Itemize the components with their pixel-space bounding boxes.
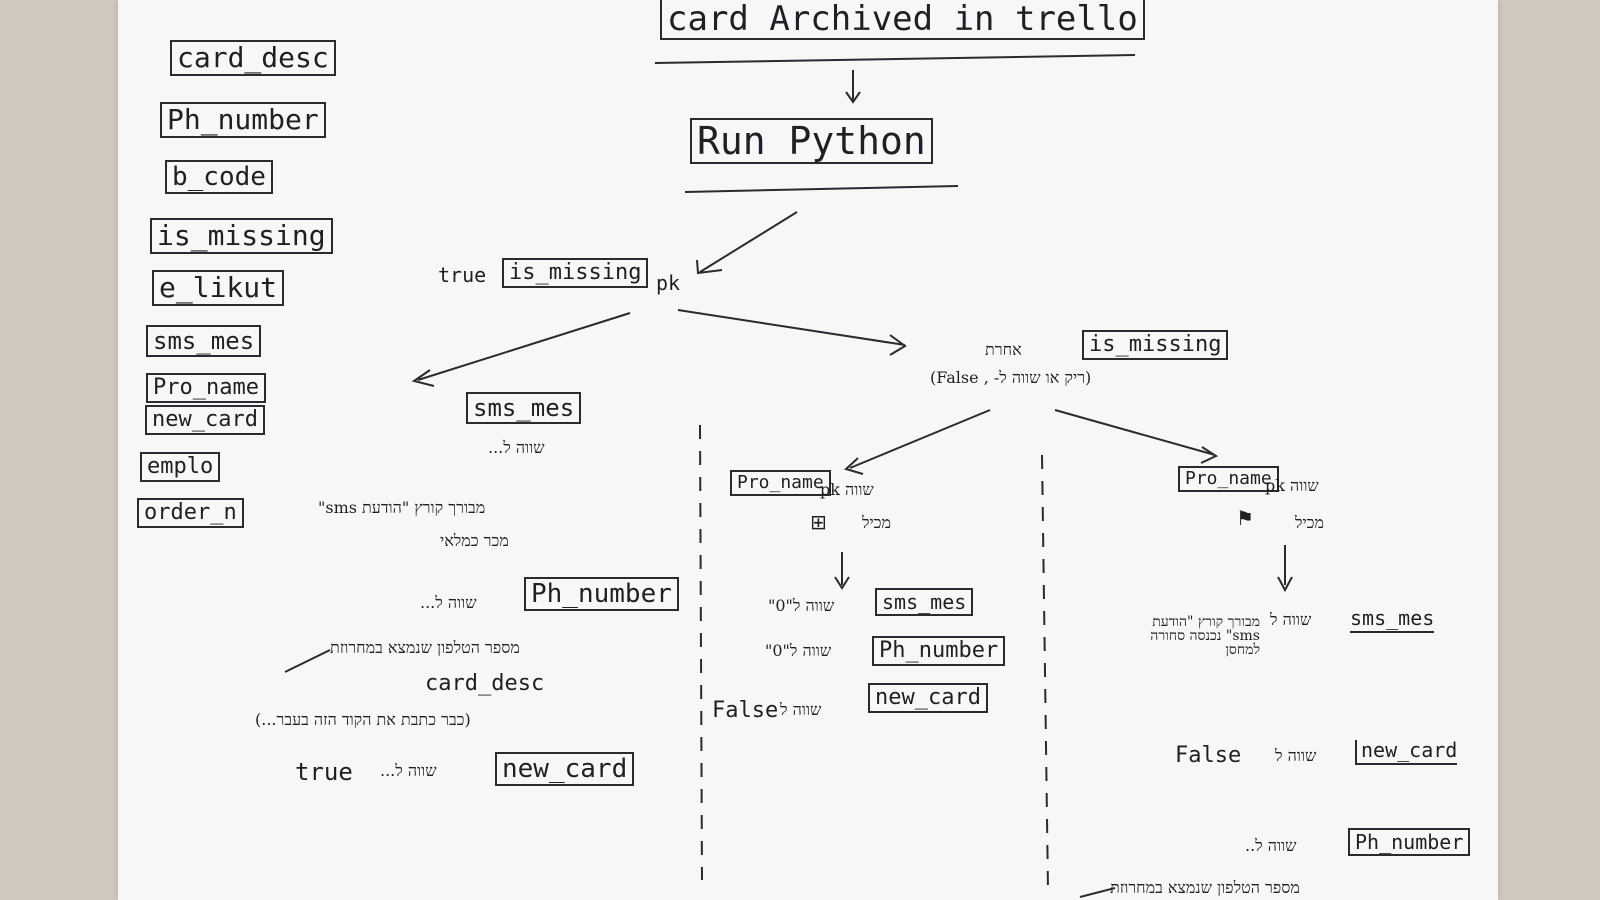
mid-row3-eq: שווה ל bbox=[780, 700, 822, 719]
left-note1: מבורך קורץ "הודעת sms" bbox=[318, 498, 486, 517]
top-condition-prefix: true bbox=[438, 263, 487, 287]
left-field-new-card: new_card bbox=[495, 752, 635, 786]
field-list-item: new_card bbox=[145, 405, 265, 435]
mid-cond: שווה pk bbox=[820, 480, 874, 499]
run-python-box: Run Python bbox=[690, 118, 933, 164]
right-condition-prefix: אחרת bbox=[985, 340, 1022, 359]
right-cond: שווה pk bbox=[1265, 476, 1319, 495]
mid-row3-val: False bbox=[712, 698, 779, 723]
title-box: card Archived in trello bbox=[660, 0, 1145, 40]
field-list-item: Ph_number bbox=[160, 102, 326, 138]
top-condition-field: is_missing bbox=[502, 258, 649, 288]
left-note2b: card_desc bbox=[425, 671, 545, 696]
field-list-item: Pro_name bbox=[146, 373, 266, 403]
field-list-item: is_missing bbox=[150, 218, 333, 254]
box-icon: ⊞ bbox=[810, 510, 827, 534]
right-field-pro-name: Pro_name bbox=[1178, 466, 1279, 492]
right-row3-eq: שווה ל.. bbox=[1245, 836, 1297, 855]
flag-icon: ⚑ bbox=[1236, 506, 1254, 530]
right-row2-val: False bbox=[1175, 743, 1242, 768]
left-field-sms-mes: sms_mes bbox=[466, 392, 582, 424]
mid-mikol: מכיל bbox=[862, 513, 891, 532]
right-row1-field: sms_mes bbox=[1350, 608, 1435, 633]
field-list-item: card_desc bbox=[170, 40, 336, 76]
left-note2: מספר הטלפון שנמצא במחרוזת bbox=[330, 638, 520, 657]
field-list-item: b_code bbox=[165, 160, 273, 194]
right-row3-field: Ph_number bbox=[1348, 828, 1471, 856]
left-val3: true bbox=[295, 758, 353, 786]
right-condition-sub: (ריק או שווה ל- , False) bbox=[930, 368, 1092, 387]
mid-row2-field: Ph_number bbox=[872, 636, 1006, 666]
left-eq3: שווה ל... bbox=[380, 761, 437, 780]
field-list-item: emplo bbox=[140, 452, 221, 482]
paper-sheet bbox=[118, 0, 1498, 900]
mid-field-pro-name: Pro_name bbox=[730, 470, 831, 496]
right-row1-note: מבורך קורץ "הודעת sms" נכנסה סחורה למחסן bbox=[1150, 614, 1260, 658]
field-list-item: sms_mes bbox=[146, 325, 262, 357]
right-row2-field: new_card bbox=[1355, 740, 1458, 765]
mid-row3-field: new_card bbox=[868, 683, 988, 713]
left-note2c: (כבר כתבת את הקוד הזה בעבר...) bbox=[255, 710, 471, 729]
mid-row1-eq: שווה ל"0" bbox=[768, 596, 835, 615]
mid-row1-field: sms_mes bbox=[875, 588, 974, 616]
top-condition-suffix: pk bbox=[656, 271, 681, 295]
right-condition-field: is_missing bbox=[1082, 330, 1229, 360]
left-field-ph-number: Ph_number bbox=[524, 577, 679, 611]
right-mikol: מכיל bbox=[1295, 513, 1324, 532]
left-note1b: מכר כמלאי bbox=[440, 531, 509, 550]
left-eq2: שווה ל... bbox=[420, 593, 477, 612]
left-eq1: שווה ל... bbox=[488, 438, 545, 457]
right-row2-eq: שווה ל bbox=[1275, 746, 1317, 765]
right-row4-note: מספר הטלפון שנמצא במחרוזת bbox=[1110, 878, 1300, 897]
right-row1-eq: שווה ל bbox=[1270, 610, 1312, 629]
mid-row2-eq: שווה ל"0" bbox=[765, 641, 832, 660]
field-list-item: order_n bbox=[137, 498, 244, 528]
field-list-item: e_likut bbox=[152, 270, 285, 306]
